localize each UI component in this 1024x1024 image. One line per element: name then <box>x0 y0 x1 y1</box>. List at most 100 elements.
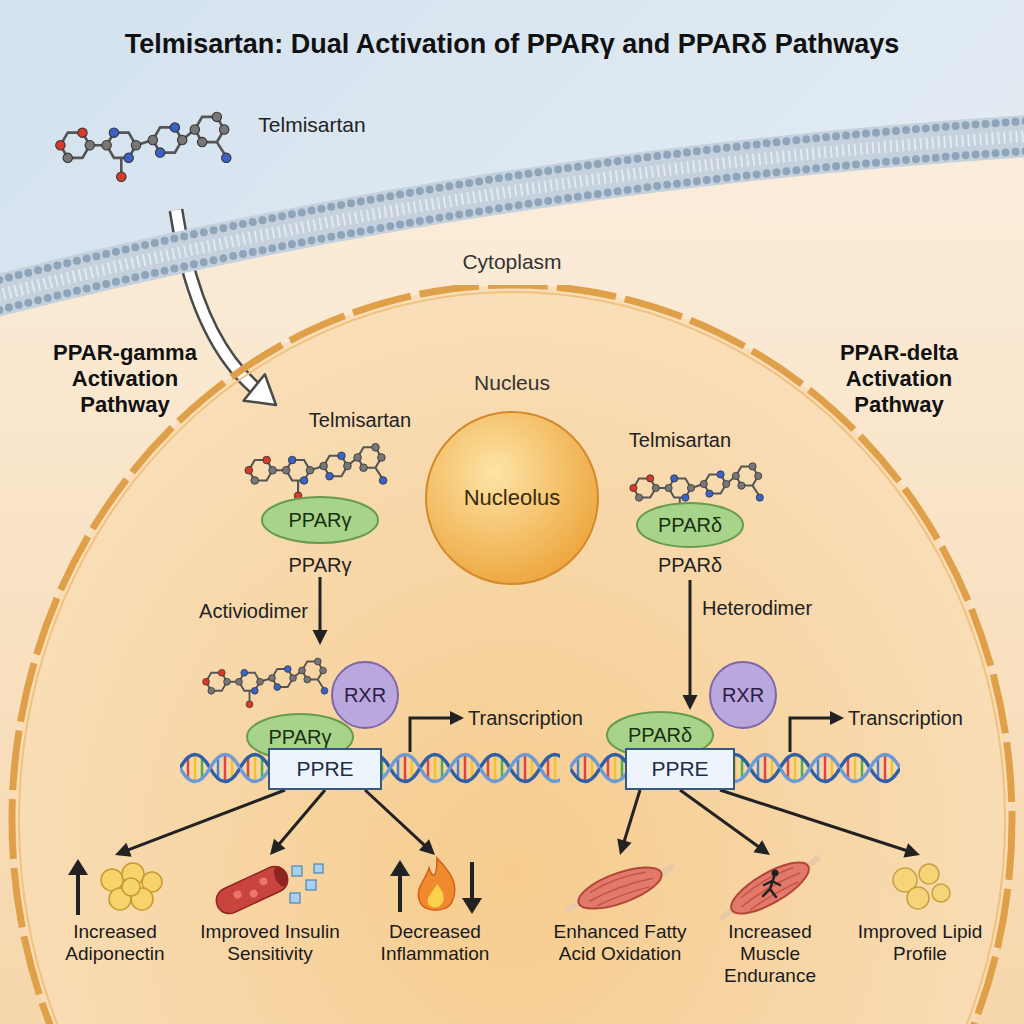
response-element-box: PPRE <box>625 748 735 790</box>
adiponectin-icon <box>68 859 162 915</box>
arrowhead <box>313 630 328 645</box>
drug-label: Telmisartan <box>629 429 731 452</box>
region-label: Cytoplasm <box>462 250 561 274</box>
circle-outline <box>332 662 398 728</box>
insulin-icon <box>314 864 323 873</box>
insulin-icon <box>290 864 323 903</box>
connector-arrow <box>270 790 325 855</box>
nucleus-region: NucleusNucleolusTelmisartanPPARγPPARγPPA… <box>0 285 1024 1024</box>
connector-arrow <box>115 790 285 857</box>
protein-label: PPARγ <box>289 509 352 532</box>
adiponectin-icon <box>68 859 88 875</box>
membrane-heads <box>0 120 1024 285</box>
insulin-icon <box>290 893 300 903</box>
process-label: Transcription <box>848 707 963 730</box>
outcome-caption: Improved Lipid Profile <box>850 921 990 965</box>
diagram-title: Telmisartan: Dual Activation of PPARγ an… <box>125 29 900 60</box>
lipid-icon <box>893 864 950 909</box>
protein-blob: PPARγ <box>260 495 380 545</box>
endurance-icon <box>714 847 826 929</box>
receptor-name: PPARγ <box>289 554 352 577</box>
protein-outline <box>637 503 743 547</box>
connector-arrow <box>680 790 770 855</box>
receptor-name: PPARδ <box>658 554 722 577</box>
protein-outline <box>262 497 378 543</box>
outcome-item: Improved Lipid Profile <box>850 855 990 969</box>
insulin-icon <box>212 862 292 918</box>
molecule-drawing <box>203 658 328 708</box>
inflammation-icon <box>470 862 474 900</box>
insulin-icon <box>306 880 316 890</box>
transcription-arrowhead <box>830 711 844 725</box>
protein-label: PPARδ <box>628 724 692 747</box>
envelope-inner <box>19 292 1005 1024</box>
membrane-heads <box>0 150 1024 315</box>
lipid-icon <box>932 884 950 902</box>
endurance-icon <box>714 847 826 929</box>
inflammation-icon <box>428 884 444 907</box>
arrowhead <box>753 840 770 855</box>
arrowhead <box>419 839 435 855</box>
circle-label: Nucleolus <box>464 485 561 511</box>
outcome-item: Decreased Inflammation <box>365 855 505 969</box>
lipid-icon <box>919 864 939 884</box>
outcome-item: Increased Muscle Endurance <box>700 855 840 991</box>
connector-arrow <box>683 580 698 710</box>
transcription-arrow <box>410 718 452 752</box>
outcome-item: Enhanced Fatty Acid Oxidation <box>550 855 690 969</box>
edge-label: Heterodimer <box>702 597 812 620</box>
process-label: Transcription <box>468 707 583 730</box>
edge-label: Activiodimer <box>199 600 308 623</box>
nucleolus-circle: Nucleolus <box>424 410 600 586</box>
arrow-line <box>319 577 322 633</box>
endurance-icon <box>736 863 804 913</box>
arrow-line <box>689 580 692 698</box>
inflammation-icon <box>462 898 482 914</box>
region-label: Nucleus <box>474 371 550 395</box>
protein-label: PPARδ <box>658 514 722 537</box>
drug-label: Telmisartan <box>309 409 411 432</box>
molecule-drawing <box>56 112 231 181</box>
arrowhead <box>244 374 276 405</box>
endurance-icon <box>724 853 815 923</box>
arrow-line <box>126 790 285 851</box>
protein-blob: PPARδ <box>635 501 745 549</box>
molecule-drawing <box>245 443 387 499</box>
box-label: PPRE <box>651 757 708 781</box>
outcome-caption: Enhanced Fatty Acid Oxidation <box>550 921 690 965</box>
background <box>12 285 1012 1024</box>
dna-helix <box>570 748 900 788</box>
outcome-caption: Increased Muscle Endurance <box>700 921 840 987</box>
outcome-caption: Improved Insulin Sensitivity <box>200 921 340 965</box>
insulin-icon <box>271 864 291 889</box>
arrow-line <box>624 790 640 844</box>
connector-arrow <box>365 790 435 855</box>
arrowhead <box>683 695 698 710</box>
insulin-icon <box>258 876 269 887</box>
circle-label: RXR <box>722 684 764 707</box>
transcription-arrowhead <box>450 711 464 725</box>
response-element-box: PPRE <box>268 748 382 790</box>
outcome-item: Improved Insulin Sensitivity <box>200 855 340 969</box>
arrowhead <box>617 838 631 855</box>
insulin-icon <box>248 888 259 899</box>
arrow-line <box>365 790 426 847</box>
box-label: PPRE <box>296 757 353 781</box>
pathway-heading: PPAR-delta Activation Pathway <box>819 340 979 418</box>
circle-label: RXR <box>344 684 386 707</box>
arrowhead <box>903 843 920 857</box>
circle-outline <box>710 662 776 728</box>
connector-arrow <box>313 577 328 645</box>
arrow-line <box>720 790 909 851</box>
inflammation-icon <box>418 858 455 910</box>
endurance-icon <box>772 870 779 877</box>
envelope-outer <box>12 285 1012 1024</box>
circle-outline <box>426 412 598 584</box>
connector-arrow <box>617 790 640 855</box>
inflammation-icon <box>398 874 402 912</box>
insulin-icon <box>212 862 292 918</box>
lipid-icon <box>907 887 929 909</box>
muscle-icon <box>562 855 678 921</box>
